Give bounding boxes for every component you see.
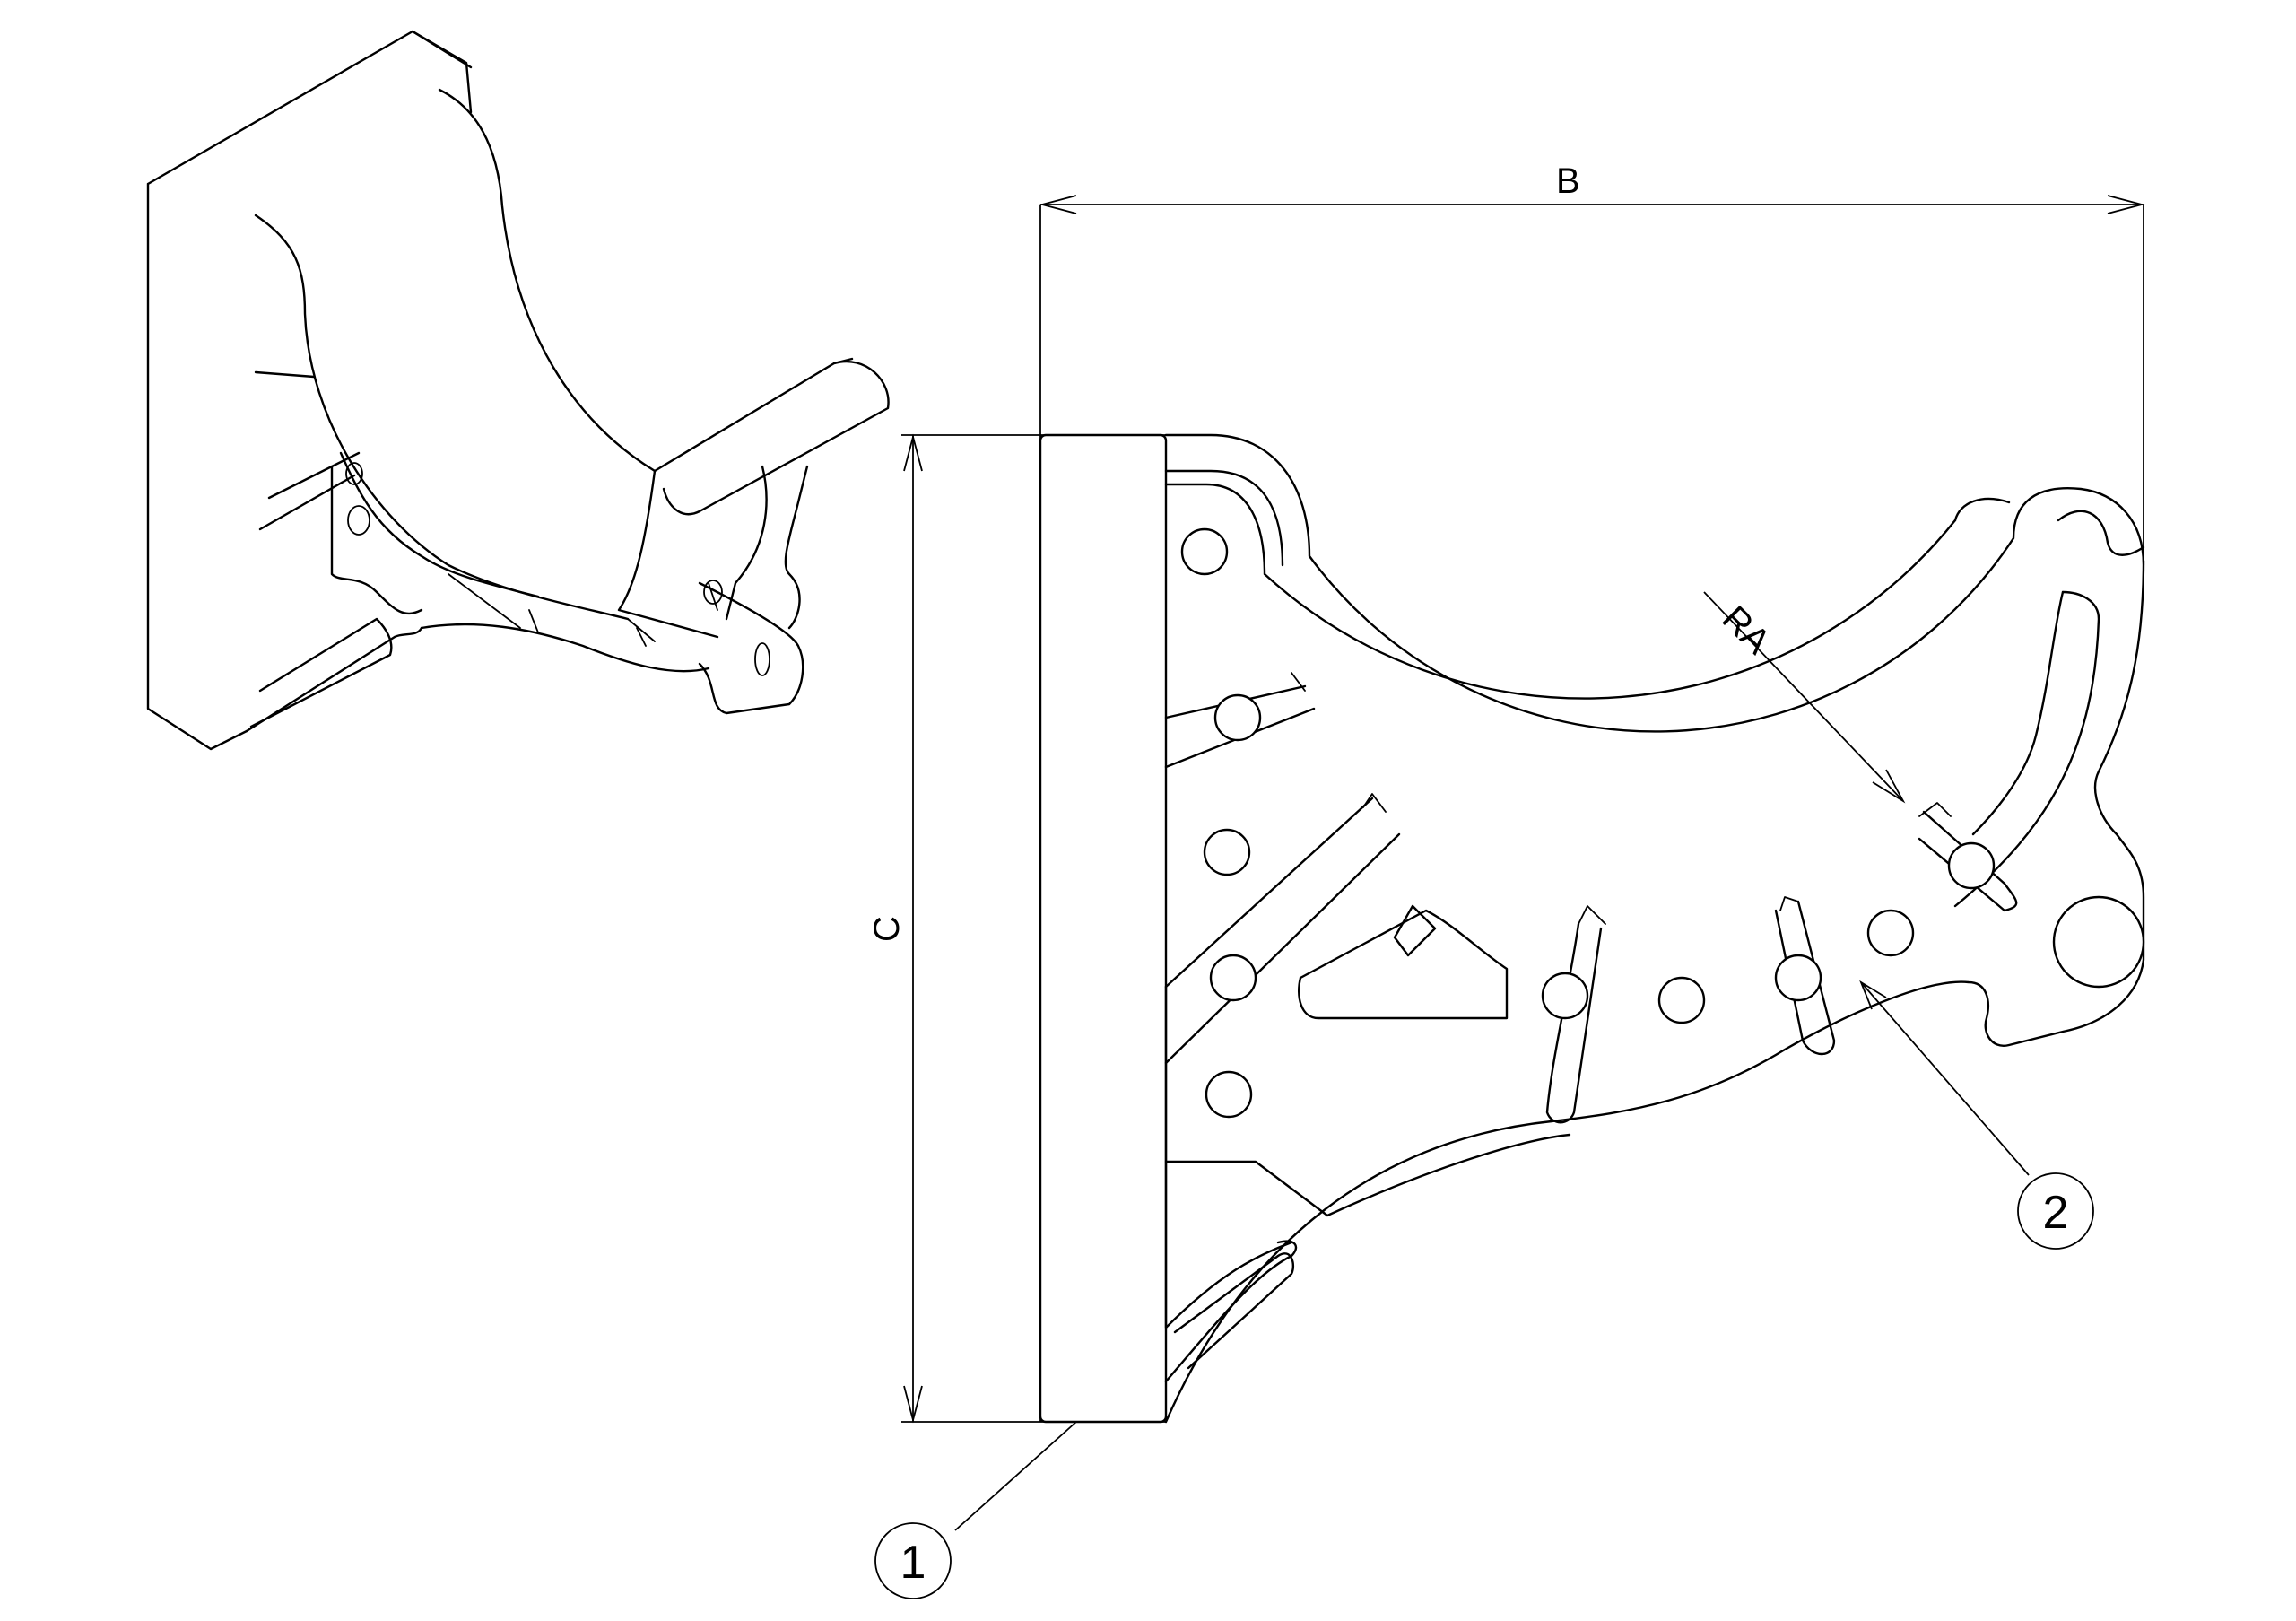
- isometric-view: [146, 30, 890, 751]
- balloon-1-number: 1: [900, 1537, 926, 1589]
- dimension-b-label: B: [1556, 161, 1580, 201]
- balloon-1: 1: [874, 1421, 1077, 1599]
- base-plate: [1039, 433, 1168, 1424]
- dimension-c-label: C: [867, 916, 907, 942]
- dimension-c: C: [867, 433, 1166, 1424]
- balloon-2-number: 2: [2043, 1187, 2069, 1239]
- support-bracket: [1164, 433, 2145, 1424]
- dimension-ra-label: RA: [1715, 598, 1779, 662]
- balloon-2: 2: [1859, 980, 2094, 1250]
- dimension-ra: RA: [1703, 591, 1906, 804]
- dimension-b: B: [1039, 161, 2145, 1422]
- front-view: B C RA 1 2: [867, 161, 2145, 1599]
